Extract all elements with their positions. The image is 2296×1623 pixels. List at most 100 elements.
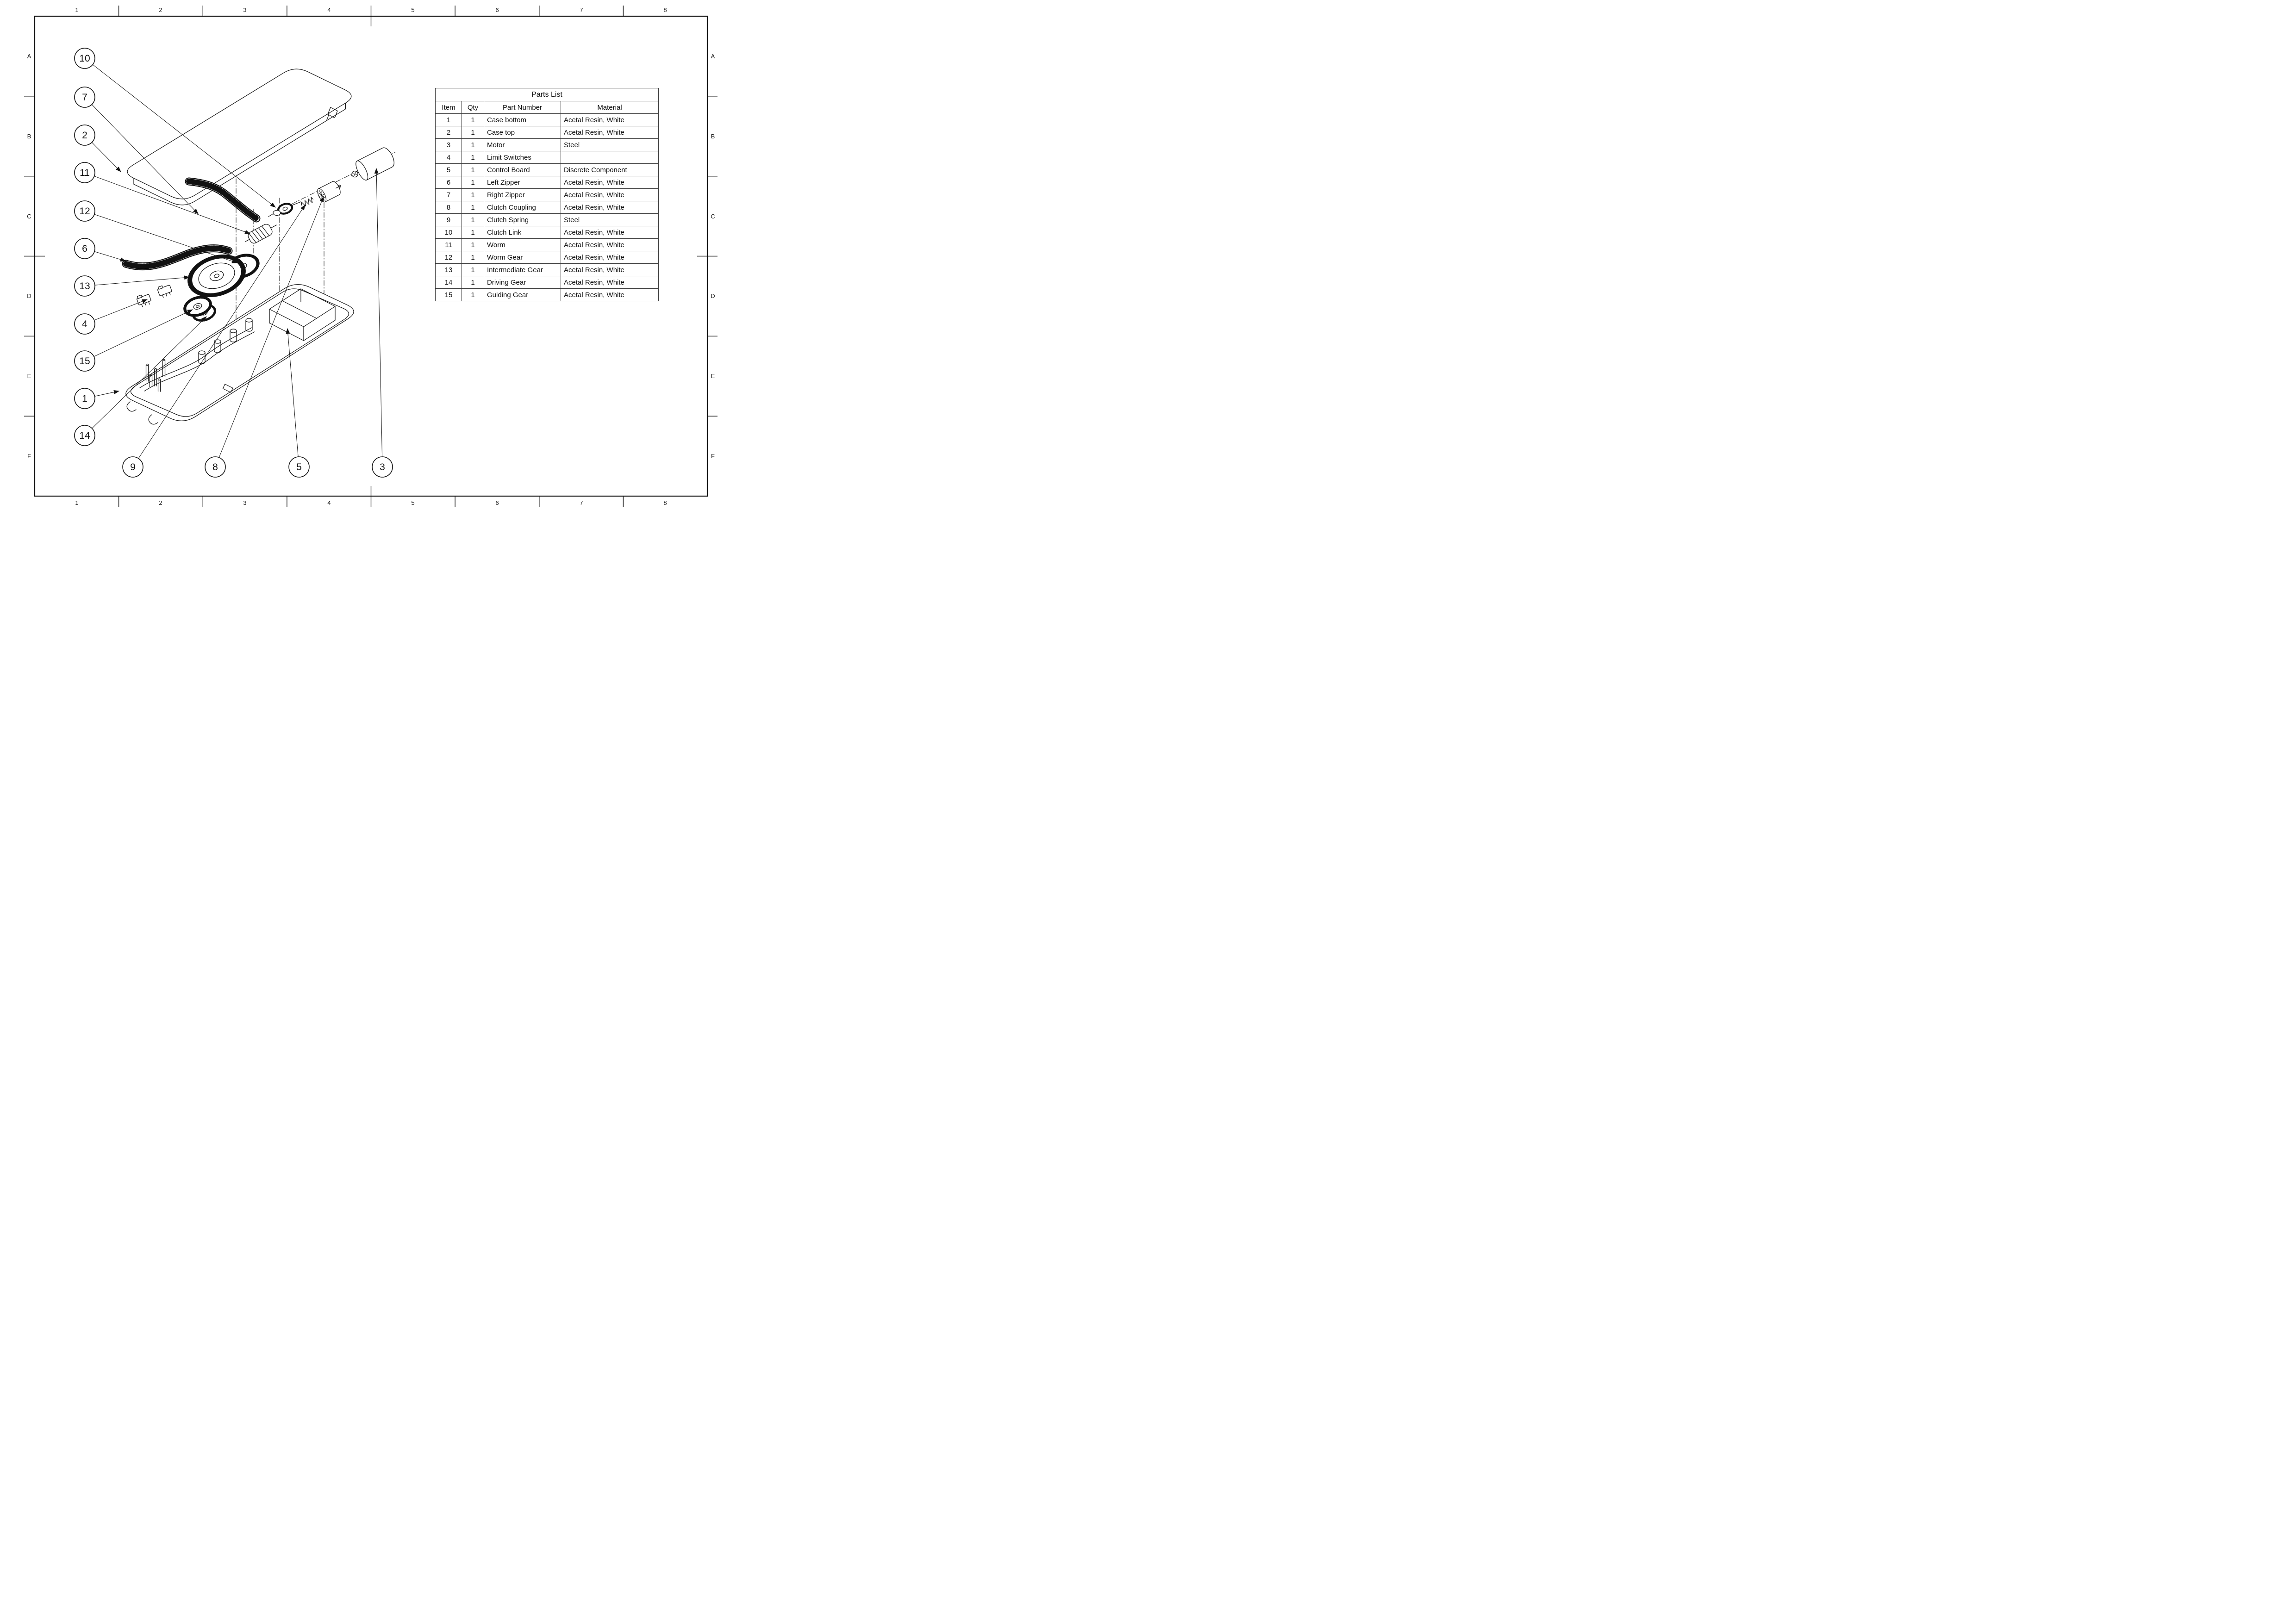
balloon-14: 14 xyxy=(74,425,95,446)
cell-material: Acetal Resin, White xyxy=(561,226,659,239)
cell-material: Acetal Resin, White xyxy=(561,251,659,264)
motor xyxy=(350,147,394,180)
balloon-label: 13 xyxy=(79,281,90,292)
cell-material: Acetal Resin, White xyxy=(561,176,659,189)
cell-qty: 1 xyxy=(462,288,484,301)
cell-item: 15 xyxy=(435,288,462,301)
zone-label: 1 xyxy=(75,499,78,506)
zone-labels: 1 2 3 4 5 6 7 8 1 2 3 4 5 6 7 8 A B C D … xyxy=(27,6,715,506)
balloon-5: 5 xyxy=(288,456,310,478)
cell-part-number: Motor xyxy=(484,138,561,151)
balloon-label: 1 xyxy=(82,393,87,404)
zone-ticks-bottom xyxy=(118,486,624,507)
balloon-label: 10 xyxy=(79,53,90,64)
table-row: 11 1 Worm Acetal Resin, White xyxy=(435,238,659,251)
cell-material: Acetal Resin, White xyxy=(561,126,659,139)
balloon-label: 4 xyxy=(82,319,87,330)
cell-qty: 1 xyxy=(462,188,484,201)
zone-label: F xyxy=(27,453,31,460)
exploded-view: 10 7 2 11 12 6 13 4 15 1 14 9 8 5 3 xyxy=(74,48,396,478)
zone-ticks-right xyxy=(697,96,718,417)
cell-qty: 1 xyxy=(462,213,484,226)
cell-qty: 1 xyxy=(462,151,484,164)
cell-material: Acetal Resin, White xyxy=(561,263,659,276)
zone-label: 5 xyxy=(411,6,414,13)
cell-part-number: Intermediate Gear xyxy=(484,263,561,276)
zone-label: 6 xyxy=(495,6,499,13)
cell-part-number: Worm Gear xyxy=(484,251,561,264)
sheet-border xyxy=(24,6,718,507)
cell-part-number: Clutch Spring xyxy=(484,213,561,226)
parts-list-table: Parts List Item Qty Part Number Material… xyxy=(435,88,659,301)
balloon-7: 7 xyxy=(74,87,95,108)
balloon-label: 14 xyxy=(79,430,90,441)
table-row: 4 1 Limit Switches xyxy=(435,151,659,164)
case-bottom xyxy=(125,284,354,425)
drawing-sheet: 1 2 3 4 5 6 7 8 1 2 3 4 5 6 7 8 A B C D … xyxy=(0,0,718,509)
table-row: 10 1 Clutch Link Acetal Resin, White xyxy=(435,226,659,239)
balloon-8: 8 xyxy=(205,456,226,478)
cell-item: 7 xyxy=(435,188,462,201)
cell-item: 6 xyxy=(435,176,462,189)
zone-label: B xyxy=(711,133,715,140)
zone-label: F xyxy=(711,453,715,460)
balloon-label: 2 xyxy=(82,130,87,141)
table-row: 8 1 Clutch Coupling Acetal Resin, White xyxy=(435,201,659,214)
zone-label: 8 xyxy=(663,499,667,506)
cell-material: Steel xyxy=(561,138,659,151)
cell-item: 14 xyxy=(435,276,462,289)
clutch-spring xyxy=(301,197,314,207)
right-zipper xyxy=(185,177,261,223)
zone-ticks-left xyxy=(24,96,45,417)
zone-label: A xyxy=(27,53,31,60)
zone-label: D xyxy=(711,292,715,299)
zone-label: 1 xyxy=(75,6,78,13)
cell-material xyxy=(561,151,659,164)
cell-qty: 1 xyxy=(462,276,484,289)
table-row: 14 1 Driving Gear Acetal Resin, White xyxy=(435,276,659,289)
cell-item: 2 xyxy=(435,126,462,139)
cell-qty: 1 xyxy=(462,138,484,151)
balloon-label: 6 xyxy=(82,243,87,254)
cell-item: 12 xyxy=(435,251,462,264)
table-row: 1 1 Case bottom Acetal Resin, White xyxy=(435,113,659,126)
zone-label: E xyxy=(711,373,715,379)
table-row: 15 1 Guiding Gear Acetal Resin, White xyxy=(435,288,659,301)
col-header-part-number: Part Number xyxy=(484,101,561,114)
cell-material: Acetal Resin, White xyxy=(561,201,659,214)
zone-label: 7 xyxy=(580,6,583,13)
cell-qty: 1 xyxy=(462,238,484,251)
cell-material: Acetal Resin, White xyxy=(561,113,659,126)
zone-label: 7 xyxy=(580,499,583,506)
balloon-label: 8 xyxy=(212,462,218,473)
case-pins xyxy=(145,359,166,392)
cell-part-number: Left Zipper xyxy=(484,176,561,189)
cell-material: Acetal Resin, White xyxy=(561,288,659,301)
balloon-2: 2 xyxy=(74,124,95,146)
cell-part-number: Driving Gear xyxy=(484,276,561,289)
cell-part-number: Case bottom xyxy=(484,113,561,126)
zone-label: A xyxy=(711,53,715,60)
zone-label: 2 xyxy=(159,499,162,506)
balloon-4: 4 xyxy=(74,313,95,335)
worm xyxy=(245,224,277,244)
cell-qty: 1 xyxy=(462,201,484,214)
cell-item: 8 xyxy=(435,201,462,214)
cell-part-number: Right Zipper xyxy=(484,188,561,201)
cell-material: Steel xyxy=(561,213,659,226)
balloon-11: 11 xyxy=(74,162,95,183)
clutch-link xyxy=(268,201,301,217)
col-header-item: Item xyxy=(435,101,462,114)
table-row: 3 1 Motor Steel xyxy=(435,138,659,151)
balloon-label: 15 xyxy=(79,356,90,367)
left-zipper xyxy=(122,244,233,271)
balloon-1: 1 xyxy=(74,388,95,409)
case-posts xyxy=(198,318,253,364)
zone-label: B xyxy=(27,133,31,140)
col-header-material: Material xyxy=(561,101,659,114)
zone-label: E xyxy=(27,373,31,379)
cell-material: Acetal Resin, White xyxy=(561,238,659,251)
parts-list-title: Parts List xyxy=(435,88,659,101)
zone-ticks-top xyxy=(118,6,624,26)
cell-item: 4 xyxy=(435,151,462,164)
